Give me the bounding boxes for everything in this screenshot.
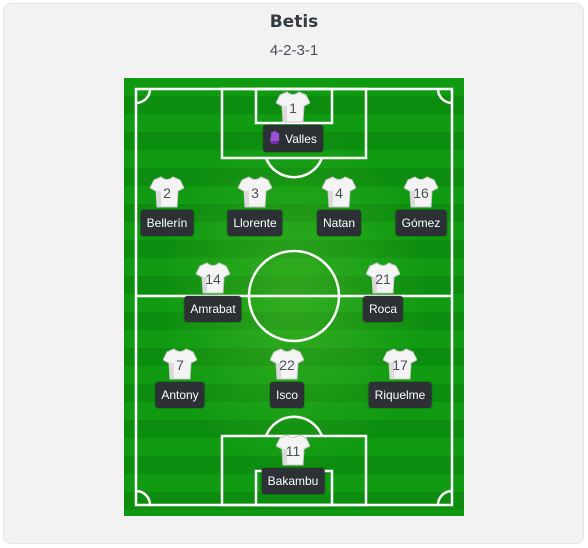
shirt-number: 16 (413, 185, 429, 201)
player-name: Natan (322, 216, 356, 230)
team-name: Betis (269, 12, 319, 32)
shirt-number: 22 (279, 357, 295, 373)
shirt-icon: 7 (163, 348, 197, 380)
football-pitch: 1 Valles 2 Bellerín 3 Llorente 4 Natan 1… (124, 78, 464, 516)
shirt-number: 17 (392, 357, 408, 373)
player-slot[interactable]: 4 Natan (299, 176, 379, 256)
player-name-tag[interactable]: Gómez (395, 210, 447, 236)
shirt-number: 2 (163, 185, 171, 201)
player-name-tag[interactable]: Amrabat (184, 296, 242, 322)
player-name: Riquelme (374, 388, 426, 402)
player-slot[interactable]: 3 Llorente (215, 176, 295, 256)
shirt-number: 14 (205, 271, 221, 287)
player-name-tag[interactable]: Riquelme (368, 382, 432, 408)
player-name-tag[interactable]: Roca (362, 296, 404, 322)
player-name: Antony (161, 388, 199, 402)
shirt-number: 21 (375, 271, 391, 287)
player-name: Amrabat (190, 302, 236, 316)
player-slot[interactable]: 1 Valles (253, 91, 333, 171)
shirt-number: 4 (335, 185, 343, 201)
shirt-icon: 11 (276, 434, 310, 466)
player-slot[interactable]: 7 Antony (140, 348, 220, 428)
player-slot[interactable]: 2 Bellerín (127, 176, 207, 256)
shirt-icon: 2 (150, 176, 184, 208)
shirt-number: 11 (285, 443, 301, 459)
shirt-number: 1 (289, 100, 297, 116)
shirt-icon: 21 (366, 262, 400, 294)
player-slot[interactable]: 16 Gómez (381, 176, 461, 256)
player-name-tag[interactable]: Bakambu (261, 468, 325, 494)
goalkeeper-glove-icon (270, 131, 280, 144)
player-slot[interactable]: 17 Riquelme (360, 348, 440, 428)
shirt-number: 7 (176, 357, 184, 373)
formation-label: 4-2-3-1 (269, 42, 319, 59)
player-slot[interactable]: 14 Amrabat (173, 262, 253, 342)
player-name-tag[interactable]: Valles (263, 125, 323, 152)
shirt-icon: 3 (238, 176, 272, 208)
player-name: Gómez (401, 216, 441, 230)
shirt-icon: 16 (404, 176, 438, 208)
player-name: Bakambu (267, 474, 319, 488)
shirt-icon: 1 (276, 91, 310, 123)
player-name: Valles (285, 132, 317, 146)
player-name-tag[interactable]: Bellerín (140, 210, 194, 236)
player-name: Llorente (233, 216, 277, 230)
player-slot[interactable]: 11 Bakambu (253, 434, 333, 514)
shirt-icon: 22 (270, 348, 304, 380)
shirt-icon: 17 (383, 348, 417, 380)
player-name-tag[interactable]: Llorente (227, 210, 283, 236)
player-slot[interactable]: 21 Roca (343, 262, 423, 342)
player-name: Bellerín (146, 216, 188, 230)
shirt-icon: 4 (322, 176, 356, 208)
shirt-icon: 14 (196, 262, 230, 294)
player-name: Roca (368, 302, 398, 316)
player-name-tag[interactable]: Isco (269, 382, 305, 408)
player-slot[interactable]: 22 Isco (247, 348, 327, 428)
shirt-number: 3 (251, 185, 259, 201)
player-name-tag[interactable]: Natan (316, 210, 362, 236)
player-name-tag[interactable]: Antony (155, 382, 205, 408)
player-name: Isco (275, 388, 299, 402)
